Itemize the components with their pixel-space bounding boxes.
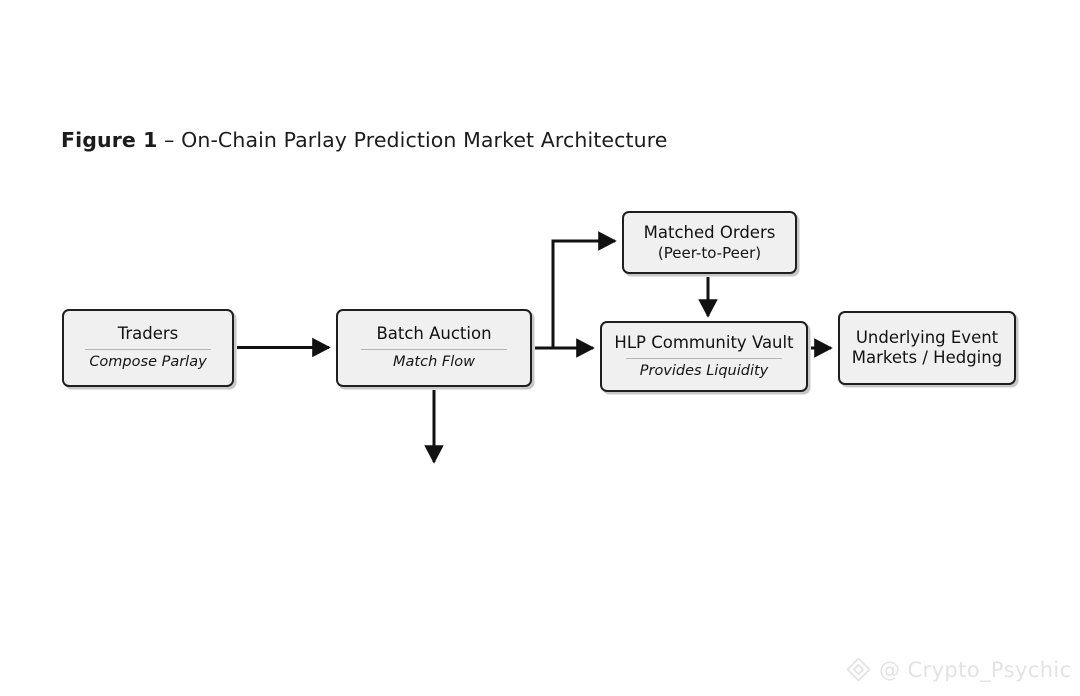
figure-dash: –	[157, 128, 182, 152]
node-hlp-community-vault-divider	[625, 357, 783, 359]
watermark: @ Crypto_Psychic	[845, 656, 1072, 683]
node-traders-subtitle: Compose Parlay	[89, 354, 207, 371]
node-hlp-community-vault-title: HLP Community Vault	[614, 332, 794, 352]
node-batch-auction-subtitle: Match Flow	[393, 354, 475, 371]
node-batch-auction-divider	[360, 349, 508, 351]
node-batch-auction-title: Batch Auction	[376, 324, 492, 344]
node-hlp-community-vault-subtitle: Provides Liquidity	[639, 362, 769, 379]
figure-title-text: On-Chain Parlay Prediction Market Archit…	[181, 128, 668, 152]
node-matched-orders-subtitle: (Peer-to-Peer)	[657, 243, 762, 262]
node-traders-title: Traders	[117, 324, 179, 344]
watermark-handle: @ Crypto_Psychic	[879, 657, 1072, 682]
node-traders-divider	[85, 349, 211, 351]
node-hlp-community-vault[interactable]: HLP Community Vault Provides Liquidity	[600, 321, 808, 392]
node-traders[interactable]: Traders Compose Parlay	[62, 309, 234, 387]
node-underlying-event-markets-title-line-1: Underlying Event	[855, 327, 999, 347]
node-matched-orders[interactable]: Matched Orders (Peer-to-Peer)	[622, 211, 797, 274]
figure-label: Figure 1	[61, 128, 158, 152]
node-underlying-event-markets-title-line-2: Markets / Hedging	[851, 348, 1003, 367]
node-matched-orders-title: Matched Orders	[643, 223, 776, 243]
node-batch-auction[interactable]: Batch Auction Match Flow	[336, 309, 532, 387]
node-underlying-event-markets[interactable]: Underlying Event Markets / Hedging	[838, 311, 1016, 385]
diamond-logo-icon	[846, 657, 871, 682]
figure-title: Figure 1 – On-Chain Parlay Prediction Ma…	[61, 128, 668, 152]
